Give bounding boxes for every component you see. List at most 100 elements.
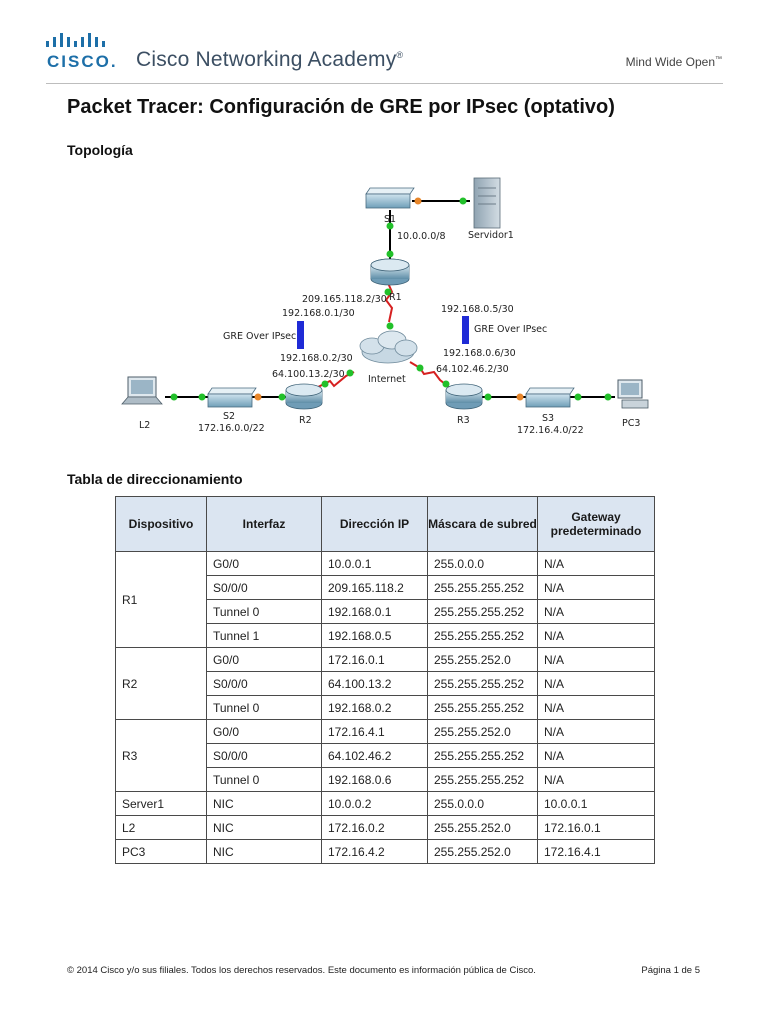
label-s1: S1	[384, 214, 396, 225]
label-servidor1: Servidor1	[468, 230, 514, 241]
interface-cell: Tunnel 1	[206, 623, 322, 648]
internet-cloud-icon	[359, 330, 418, 364]
label-gre-right: GRE Over IPsec	[474, 324, 547, 335]
switch-s3-icon	[525, 387, 575, 408]
gateway-cell: N/A	[537, 695, 655, 720]
mask-cell: 255.255.255.252	[427, 767, 538, 792]
mask-cell: 255.0.0.0	[427, 791, 538, 816]
interface-cell: G0/0	[206, 719, 322, 744]
interface-cell: G0/0	[206, 647, 322, 672]
column-header: Dirección IP	[321, 496, 428, 552]
label-r1-serial: 209.165.118.2/30	[302, 294, 387, 305]
gre-tunnel-bar-left	[297, 321, 304, 349]
table-row: R3 G0/0 172.16.4.1 255.255.252.0 N/A	[115, 719, 655, 792]
mask-cell: 255.255.252.0	[427, 839, 538, 864]
laptop-icon	[121, 376, 163, 405]
device-cell: R2	[115, 647, 207, 720]
ip-cell: 172.16.4.2	[321, 839, 428, 864]
column-header: Interfaz	[206, 496, 322, 552]
mask-cell: 255.255.255.252	[427, 599, 538, 624]
addressing-heading: Tabla de direccionamiento	[67, 471, 243, 487]
cisco-logo-bars-icon	[46, 33, 105, 47]
server-icon	[473, 177, 501, 229]
table-header-row: Dispositivo Interfaz Dirección IP Máscar…	[115, 496, 655, 552]
label-net-s3: 172.16.4.0/22	[517, 425, 584, 436]
label-r3-tunnel: 192.168.0.6/30	[443, 348, 516, 359]
gateway-cell: 172.16.4.1	[537, 839, 655, 864]
ip-cell: 10.0.0.1	[321, 551, 428, 576]
page-header: CISCO. Cisco Networking Academy® Mind Wi…	[0, 0, 768, 80]
ip-cell: 192.168.0.5	[321, 623, 428, 648]
interface-cell: NIC	[206, 791, 322, 816]
cisco-logo-text: CISCO.	[47, 52, 118, 71]
gateway-cell: N/A	[537, 551, 655, 576]
interface-cell: Tunnel 0	[206, 767, 322, 792]
gateway-cell: N/A	[537, 575, 655, 600]
ip-cell: 64.102.46.2	[321, 743, 428, 768]
gateway-cell: N/A	[537, 719, 655, 744]
ip-cell: 209.165.118.2	[321, 575, 428, 600]
gateway-cell: N/A	[537, 647, 655, 672]
ip-cell: 192.168.0.6	[321, 767, 428, 792]
label-r2-tunnel: 192.168.0.2/30	[280, 353, 353, 364]
academy-title: Cisco Networking Academy®	[136, 48, 404, 71]
table-row: Tunnel 0 192.168.0.1 255.255.255.252 N/A	[116, 599, 655, 624]
column-header: Dispositivo	[115, 496, 207, 552]
addressing-table: Dispositivo Interfaz Dirección IP Máscar…	[115, 496, 655, 864]
label-l2: L2	[139, 420, 150, 431]
mask-cell: 255.255.255.252	[427, 695, 538, 720]
interface-cell: NIC	[206, 839, 322, 864]
label-r2-serial: 64.100.13.2/30	[272, 369, 345, 380]
label-r1-tunnel1: 192.168.0.5/30	[441, 304, 514, 315]
gateway-cell: N/A	[537, 743, 655, 768]
ip-cell: 10.0.0.2	[321, 791, 428, 816]
ip-cell: 172.16.0.2	[321, 815, 428, 840]
interface-cell: S0/0/0	[206, 743, 322, 768]
column-header: Máscara de subred	[427, 496, 538, 552]
mask-cell: 255.255.252.0	[427, 719, 538, 744]
label-internet: Internet	[368, 374, 406, 385]
label-net-s1: 10.0.0.0/8	[397, 231, 446, 242]
device-cell: R1	[115, 551, 207, 648]
gateway-cell: 10.0.0.1	[537, 791, 655, 816]
interface-cell: S0/0/0	[206, 671, 322, 696]
interface-cell: S0/0/0	[206, 575, 322, 600]
mask-cell: 255.255.255.252	[427, 671, 538, 696]
topology-diagram: S1 Servidor1 10.0.0.0/8 R1 209.165.118.2…	[121, 177, 649, 436]
table-row: Server1 NIC 10.0.0.2 255.0.0.0 10.0.0.1	[115, 791, 655, 816]
mask-cell: 255.255.255.252	[427, 623, 538, 648]
label-s2: S2	[223, 411, 235, 422]
router-r1-icon	[370, 258, 410, 286]
label-r3-serial: 64.102.46.2/30	[436, 364, 509, 375]
gateway-cell: N/A	[537, 767, 655, 792]
device-cell: Server1	[115, 791, 207, 816]
label-net-s2: 172.16.0.0/22	[198, 423, 265, 434]
label-r1-tunnel0: 192.168.0.1/30	[282, 308, 355, 319]
column-header: Gateway predeterminado	[537, 496, 655, 552]
ip-cell: 192.168.0.1	[321, 599, 428, 624]
label-s3: S3	[542, 413, 554, 424]
ip-cell: 64.100.13.2	[321, 671, 428, 696]
gateway-cell: N/A	[537, 671, 655, 696]
interface-cell: NIC	[206, 815, 322, 840]
gateway-cell: 172.16.0.1	[537, 815, 655, 840]
label-r2: R2	[299, 415, 312, 426]
label-gre-left: GRE Over IPsec	[223, 331, 296, 342]
label-pc3: PC3	[622, 418, 640, 429]
mask-cell: 255.255.252.0	[427, 815, 538, 840]
router-r2-icon	[285, 383, 323, 410]
table-row: PC3 NIC 172.16.4.2 255.255.252.0 172.16.…	[115, 839, 655, 864]
mask-cell: 255.255.255.252	[427, 575, 538, 600]
device-cell: R3	[115, 719, 207, 792]
interface-cell: Tunnel 0	[206, 599, 322, 624]
tagline: Mind Wide Open™	[625, 55, 722, 69]
interface-cell: Tunnel 0	[206, 695, 322, 720]
page-number: Página 1 de 5	[641, 965, 700, 976]
header-divider	[46, 83, 723, 84]
ip-cell: 172.16.4.1	[321, 719, 428, 744]
topology-heading: Topología	[67, 142, 133, 158]
device-cell: L2	[115, 815, 207, 840]
switch-s1-icon	[365, 187, 415, 209]
ip-cell: 192.168.0.2	[321, 695, 428, 720]
gre-tunnel-bar-right	[462, 316, 469, 344]
